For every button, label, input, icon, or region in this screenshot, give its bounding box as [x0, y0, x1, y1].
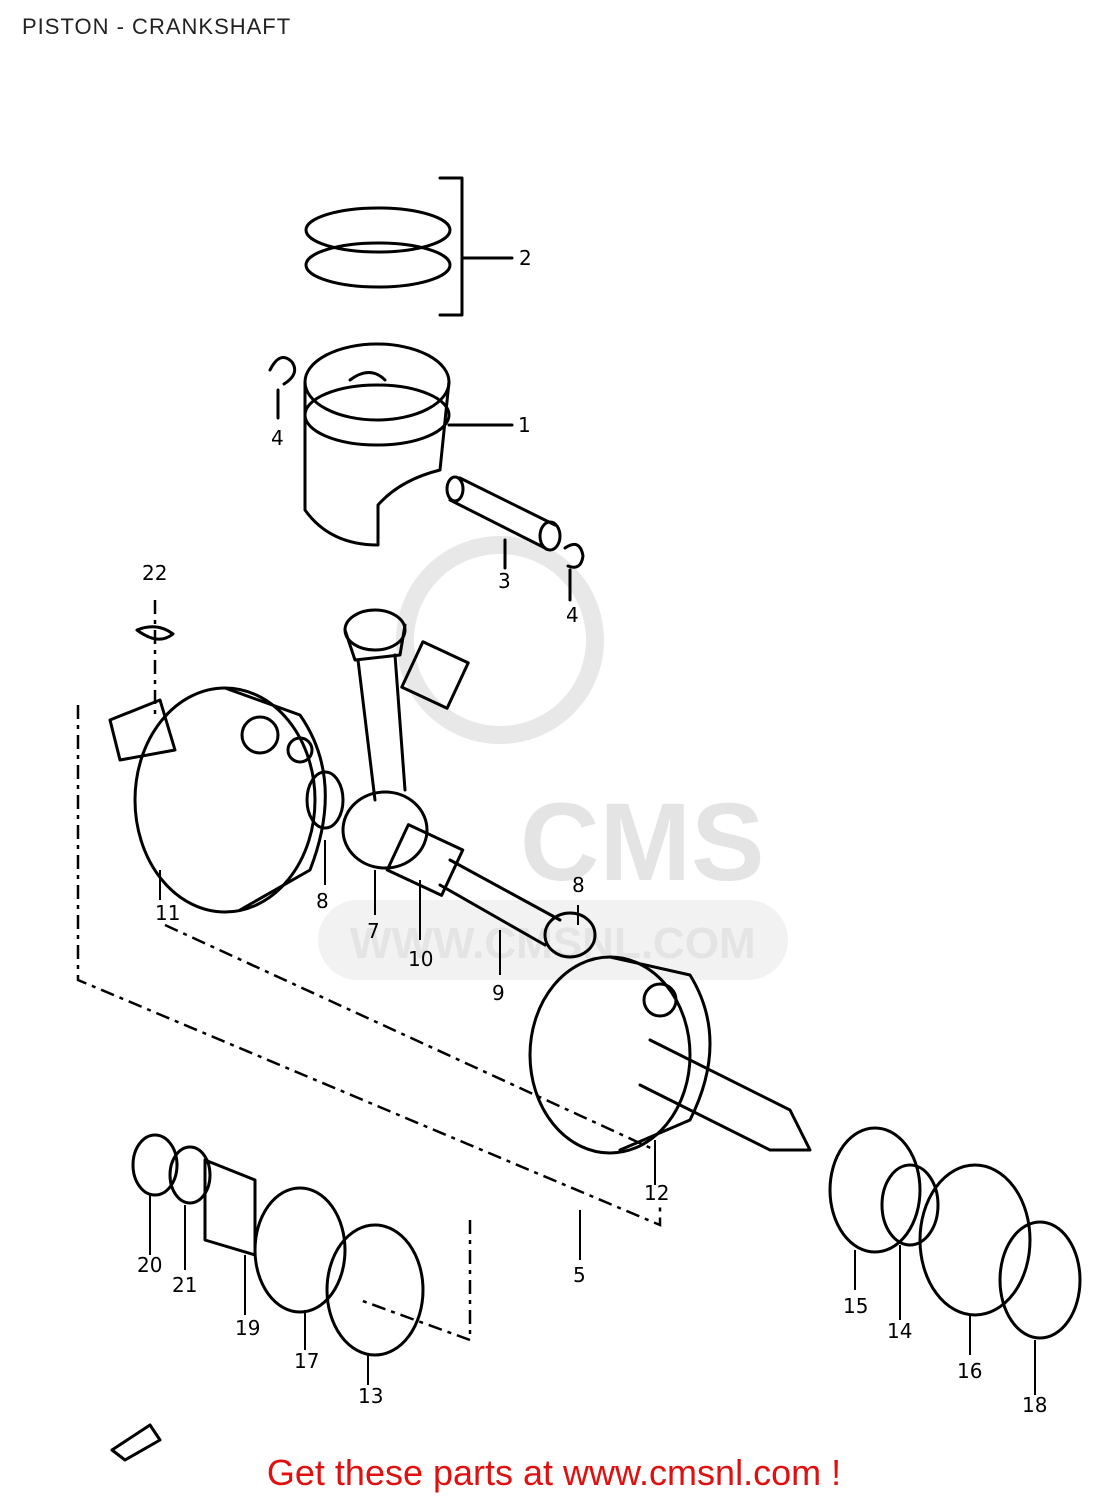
- connecting-rod: [341, 608, 470, 870]
- piston-pin: [445, 475, 585, 602]
- woodruff-key: [135, 600, 175, 720]
- callout-22: 22: [142, 561, 167, 585]
- callout-5: 5: [573, 1263, 586, 1287]
- callout-14: 14: [887, 1319, 912, 1343]
- callout-3: 3: [498, 569, 511, 593]
- callout-15: 15: [843, 1294, 868, 1318]
- callout-10: 10: [408, 947, 433, 971]
- cta-link[interactable]: Get these parts at www.cmsnl.com !: [266, 1452, 842, 1493]
- callout-8-right: 8: [572, 873, 585, 897]
- piston: [268, 342, 514, 547]
- callout-19: 19: [235, 1316, 260, 1340]
- diagram-title: PISTON - CRANKSHAFT: [22, 14, 292, 39]
- callout-13: 13: [358, 1384, 383, 1408]
- piston-rings: [304, 176, 514, 317]
- callout-4-right: 4: [566, 603, 579, 627]
- leader-lines: [149, 840, 1036, 1395]
- left-crank-web: [108, 686, 345, 914]
- callout-labels: 2 1 3 4 4 22 11 8 7 10 8 9 12 5 20 21 19…: [137, 246, 1047, 1417]
- right-crank-web: [528, 955, 812, 1155]
- watermark: CMS WWW.CMSNL.COM: [318, 536, 788, 980]
- callout-18: 18: [1022, 1393, 1047, 1417]
- callout-4-left: 4: [271, 426, 284, 450]
- callout-2: 2: [519, 246, 532, 270]
- callout-16: 16: [957, 1359, 982, 1383]
- assembly-bracket: [76, 705, 662, 1227]
- left-shaft-parts: [131, 1133, 472, 1357]
- callout-21: 21: [172, 1273, 197, 1297]
- watermark-brand: CMS: [520, 781, 764, 904]
- front-arrow-icon: [110, 1423, 162, 1462]
- watermark-logo: [396, 536, 604, 744]
- callout-1: 1: [518, 413, 531, 437]
- callout-11: 11: [155, 901, 180, 925]
- watermark-bar: [318, 900, 788, 980]
- callout-9: 9: [492, 981, 505, 1005]
- callout-8-left: 8: [316, 889, 329, 913]
- crank-pin: [385, 823, 597, 959]
- callout-20: 20: [137, 1253, 162, 1277]
- watermark-url: WWW.CMSNL.COM: [350, 919, 756, 968]
- right-shaft-parts: [828, 1126, 1082, 1340]
- callout-7: 7: [367, 919, 380, 943]
- callout-17: 17: [294, 1349, 319, 1373]
- callout-12: 12: [644, 1181, 669, 1205]
